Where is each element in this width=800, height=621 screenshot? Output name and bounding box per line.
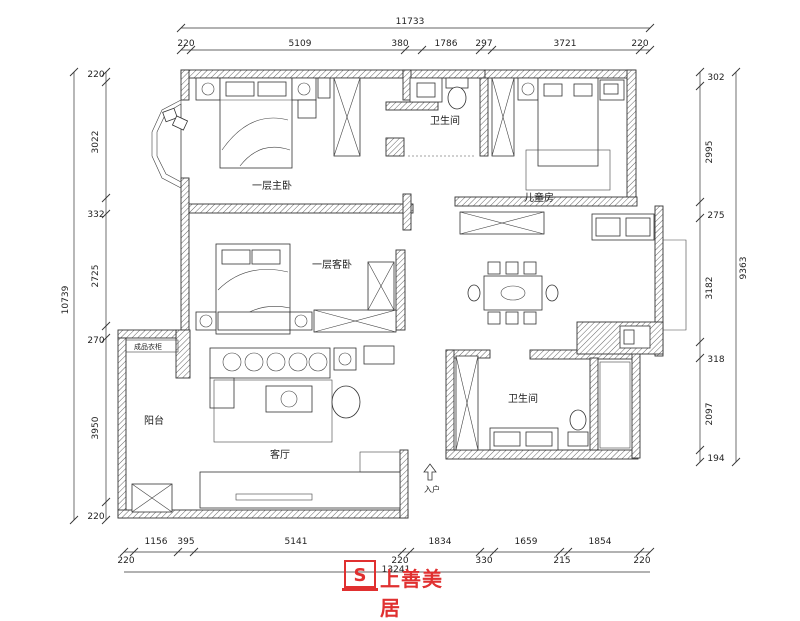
dim-right-0: 302 [707, 73, 724, 83]
dim-left-0: 220 [87, 70, 104, 80]
logo-underline [342, 588, 378, 591]
room-label-balcony: 阳台 [144, 414, 164, 427]
dim-right-6: 194 [707, 454, 724, 464]
room-label-kids-room: 儿童房 [524, 191, 554, 204]
floor-plan: 11733 220 5109 380 1786 297 3721 220 107… [61, 17, 749, 575]
entrance-arrow-icon [423, 463, 437, 481]
dim-top-4: 297 [475, 39, 492, 49]
dim-right-5: 2097 [705, 403, 715, 426]
guest-bedroom: 一层客卧 [195, 243, 397, 335]
dim-left-3: 2725 [91, 265, 101, 288]
dim-bottom-3: 5141 [285, 537, 308, 547]
dim-bottom-1: 1156 [145, 537, 168, 547]
logo-mark: S [344, 560, 376, 588]
dim-bottom-8: 215 [553, 556, 570, 566]
dim-bottom-2: 395 [177, 537, 194, 547]
dim-top-1: 5109 [289, 39, 312, 49]
dim-top-total: 11733 [396, 17, 425, 27]
master-bedroom: 一层主卧 [195, 77, 361, 192]
cabinet-label: 成品衣柜 [134, 342, 162, 351]
bathroom-top: 卫生间 [408, 77, 476, 157]
dim-bottom-6: 330 [475, 556, 492, 566]
room-label-living-room: 客厅 [270, 448, 290, 461]
logo-brand-text: 上善美居 [380, 567, 443, 620]
dim-right-total: 9363 [739, 257, 749, 280]
room-label-bathroom-bottom: 卫生间 [508, 392, 538, 405]
room-label-bathroom-top: 卫生间 [430, 114, 460, 127]
dim-bottom-9: 1854 [589, 537, 612, 547]
dim-left-total: 10739 [61, 285, 71, 314]
dim-right-3: 3182 [705, 277, 715, 300]
dim-top-3: 1786 [435, 39, 458, 49]
room-label-guest-bedroom: 一层客卧 [312, 258, 352, 271]
dim-top-2: 380 [391, 39, 408, 49]
top-dimensions: 11733 220 5109 380 1786 297 3721 220 [176, 17, 655, 55]
dim-top-6: 220 [631, 39, 648, 49]
kids-room: 儿童房 [491, 77, 625, 204]
right-dimensions: 302 2995 275 3182 318 2097 194 9363 [695, 67, 749, 467]
dim-right-2: 275 [707, 211, 724, 221]
dim-bottom-0: 220 [117, 556, 134, 566]
dim-bottom-5: 1834 [429, 537, 452, 547]
dim-left-1: 3022 [91, 131, 101, 154]
dim-top-0: 220 [177, 39, 194, 49]
bathroom-bottom: 卫生间 [455, 355, 631, 451]
left-dimensions: 10739 220 3022 332 2725 270 3950 220 [61, 67, 111, 525]
dim-bottom-10: 220 [633, 556, 650, 566]
dim-right-4: 318 [707, 355, 724, 365]
dining-kitchen [459, 211, 687, 349]
dim-bottom-total: 13241 [382, 565, 411, 575]
room-label-entrance: 入户 [424, 484, 440, 494]
entrance: 入户 [423, 463, 440, 494]
dim-bottom-7: 1659 [515, 537, 538, 547]
brand-logo: S 上善美居 [340, 558, 460, 620]
living-balcony: 成品衣柜 阳台 客厅 [125, 339, 401, 513]
dim-bottom-4: 220 [391, 556, 408, 566]
dim-left-6: 220 [87, 512, 104, 522]
room-label-master-bedroom: 一层主卧 [252, 179, 292, 192]
walls [117, 69, 664, 519]
dim-left-5: 3950 [91, 416, 101, 439]
bay-window [151, 99, 189, 189]
dim-left-2: 332 [87, 210, 104, 220]
bottom-dimensions: 220 1156 395 5141 220 1834 330 1659 215 … [117, 537, 655, 575]
dim-left-4: 270 [87, 336, 104, 346]
dim-right-1: 2995 [705, 141, 715, 164]
dim-top-5: 3721 [554, 39, 577, 49]
